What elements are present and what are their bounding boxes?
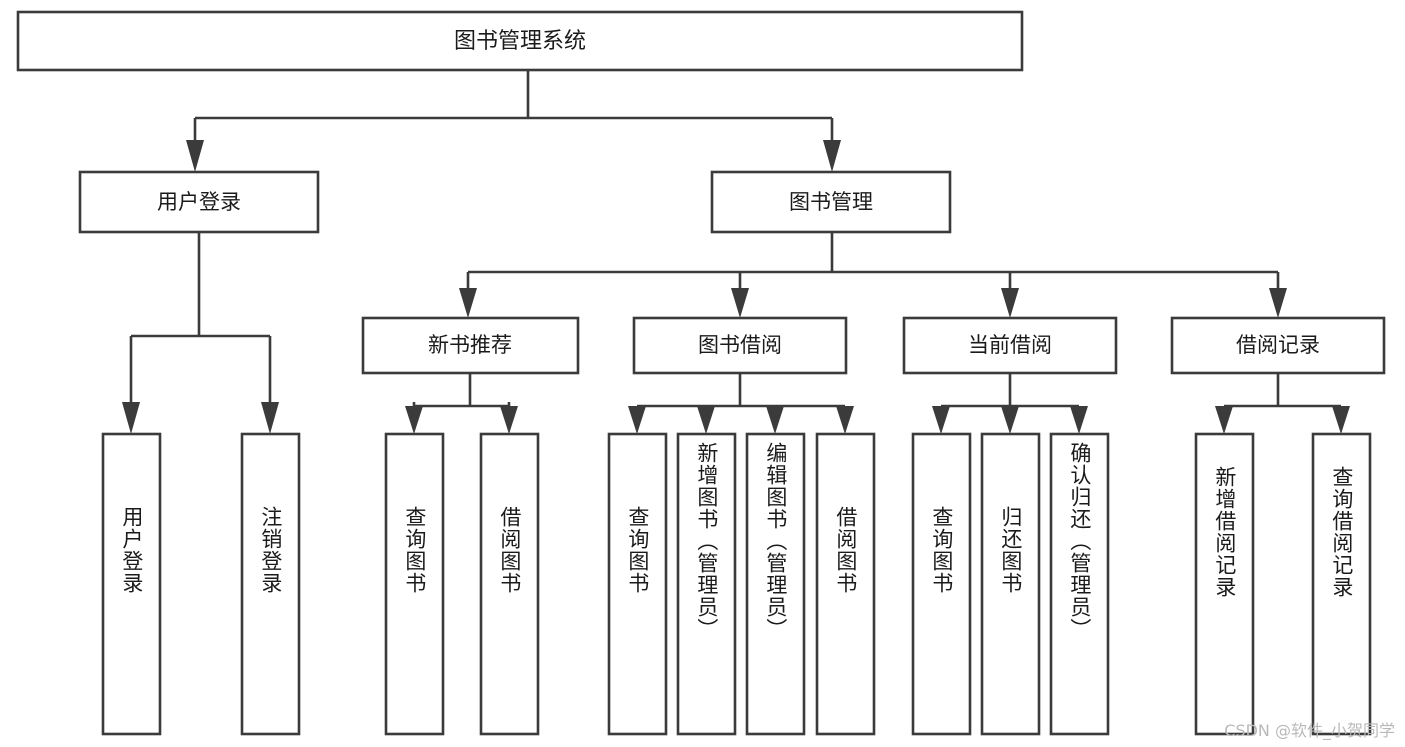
arrow-to-user-login [186,140,204,172]
node-borrow-record-label: 借阅记录 [1236,333,1320,357]
node-book-manage-label: 图书管理 [789,190,873,214]
arrow-leaf-user-login-1 [122,402,140,434]
node-leaf-record-2[interactable] [1311,432,1372,736]
node-new-book-recommend-label: 新书推荐 [428,333,512,357]
node-leaf-newbook-1[interactable] [384,432,445,736]
node-root-label: 图书管理系统 [454,29,586,54]
arrow-level2-3 [1001,288,1019,318]
node-book-borrow[interactable] [632,316,848,375]
node-user-login[interactable] [78,170,320,234]
node-leaf-current-1[interactable] [911,432,972,736]
arrow-leaf-borrow-2 [697,406,715,434]
arrow-leaf-newbook-2 [500,406,518,434]
connector-layer [122,70,1350,434]
watermark-text: CSDN @软件_小贺同学 [1224,721,1395,740]
node-borrow-record[interactable] [1170,316,1386,375]
arrow-leaf-borrow-1 [628,406,646,434]
node-new-book-recommend[interactable] [361,316,580,375]
node-leaf-borrow-3[interactable] [745,432,806,736]
node-layer: 图书管理系统 用户登录 图书管理 新书推荐 图书借阅 当前借阅 借阅记录 [16,10,1386,736]
node-leaf-user-login-1[interactable] [101,432,162,736]
arrow-leaf-borrow-3 [766,406,784,434]
node-leaf-current-3[interactable] [1049,432,1110,736]
arrow-to-book-manage [823,140,841,172]
node-book-borrow-label: 图书借阅 [698,333,782,357]
arrow-leaf-newbook-1 [405,406,423,434]
node-current-borrow-label: 当前借阅 [968,333,1052,357]
arrow-leaf-borrow-4 [836,406,854,434]
arrow-leaf-current-2 [1001,406,1019,434]
arrow-leaf-record-1 [1215,406,1233,434]
arrow-level2-2 [731,288,749,318]
node-user-login-label: 用户登录 [157,190,241,214]
node-leaf-borrow-1[interactable] [607,432,668,736]
node-leaf-record-1[interactable] [1194,432,1255,736]
node-book-manage[interactable] [710,170,952,234]
arrow-leaf-current-1 [932,406,950,434]
arrow-level2-4 [1269,288,1287,318]
node-leaf-current-2[interactable] [980,432,1041,736]
arrow-leaf-user-login-2 [261,402,279,434]
arrow-level2-1 [459,288,477,318]
node-leaf-borrow-2[interactable] [676,432,737,736]
node-root[interactable] [16,10,1024,72]
node-leaf-newbook-2[interactable] [479,432,540,736]
node-leaf-user-login-2[interactable] [240,432,301,736]
node-leaf-borrow-4[interactable] [815,432,876,736]
arrow-leaf-current-3 [1070,406,1088,434]
arrow-leaf-record-2 [1332,406,1350,434]
node-current-borrow[interactable] [902,316,1118,375]
